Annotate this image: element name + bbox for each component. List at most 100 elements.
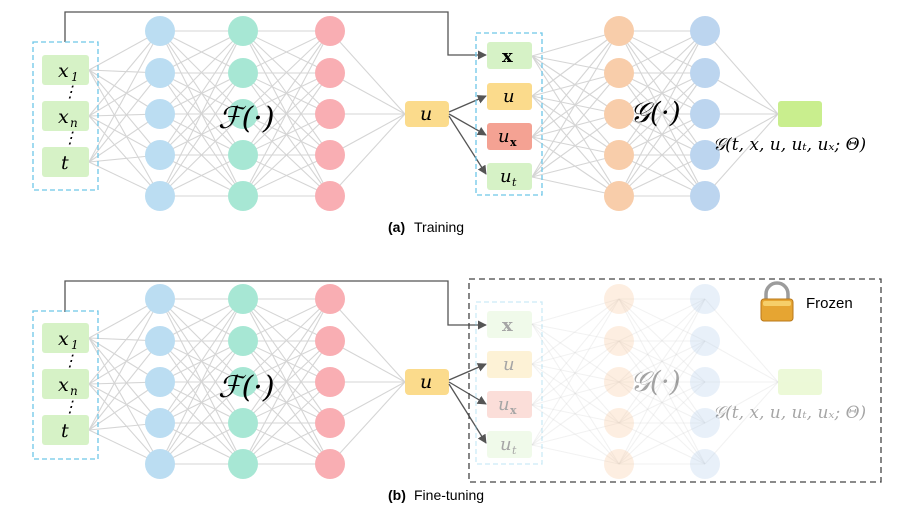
network-edge: [618, 381, 706, 465]
input-x1-box: [42, 323, 89, 353]
deriv-ux-box: [487, 391, 532, 418]
network-edge: [159, 298, 244, 342]
G-layer-2-node: [690, 284, 720, 314]
network-edge: [88, 30, 161, 163]
network-edge: [531, 323, 620, 383]
network-nodes: [145, 16, 720, 211]
F-layer-3-node: [315, 284, 345, 314]
input-xn-box: [42, 369, 89, 399]
network-edge: [242, 30, 331, 156]
network-edge: [618, 340, 706, 383]
skip-connection-arrow: [64, 11, 487, 60]
network-edge: [329, 113, 406, 197]
vdots-2: ⋮: [62, 397, 78, 416]
deriv-ux-label: u: [498, 126, 510, 147]
network-edge: [618, 298, 706, 424]
network-edge: [242, 298, 331, 342]
F-layer-3-node: [315, 367, 345, 397]
G-layer-1-node: [604, 16, 634, 46]
input-t-label: t: [61, 152, 69, 174]
network-edge: [618, 340, 706, 465]
F-layer-2-node: [228, 449, 258, 479]
network-edge: [618, 298, 706, 342]
network-edge: [618, 30, 706, 115]
network-edge: [531, 113, 620, 178]
vdots-2: ⋮: [62, 128, 78, 147]
network-edge: [531, 298, 620, 325]
F-layer-2-node: [228, 140, 258, 170]
network-edge: [531, 30, 620, 138]
caption-text-b: Fine-tuning: [414, 487, 484, 503]
network-edge: [88, 72, 161, 163]
lock-icon: [760, 281, 794, 322]
network-edge: [618, 298, 706, 465]
G-layer-1-node: [604, 181, 634, 211]
network-edge: [242, 340, 331, 465]
F-layer-2-node: [228, 326, 258, 356]
network-edge: [618, 340, 706, 383]
input-x1-label: x: [58, 328, 69, 350]
F-layer-2-node: [228, 58, 258, 88]
deriv-ux-label: u: [498, 394, 510, 415]
network-edge: [618, 381, 706, 465]
F-layer-1-node: [145, 58, 175, 88]
deriv-ut-label: u: [500, 434, 512, 455]
deriv-x-box: [487, 42, 532, 69]
arrow-u-to-u: [448, 95, 487, 113]
F-layer-1-node: [145, 367, 175, 397]
deriv-u-label: u: [503, 86, 515, 107]
G-layer-1-node: [604, 408, 634, 438]
network-edge: [618, 113, 706, 197]
G-layer-2-node: [690, 449, 720, 479]
F-layer-1-node: [145, 326, 175, 356]
deriv-ut-box: [487, 431, 532, 458]
network-edge: [618, 30, 706, 156]
F-layer-1-node: [145, 408, 175, 438]
input-xn-sub: n: [70, 384, 78, 398]
deriv-x-label: x: [502, 46, 513, 67]
deriv-ut-sub: t: [512, 444, 517, 457]
input-t-box: [42, 147, 89, 177]
network-edge: [704, 381, 779, 465]
vdots-1: ⋮: [62, 351, 78, 370]
frozen-label: Frozen: [806, 295, 853, 312]
network-edge: [329, 30, 406, 115]
F-layer-2-node: [228, 367, 258, 397]
G-layer-2-node: [690, 367, 720, 397]
u-label: u: [420, 371, 432, 393]
network-edge: [159, 298, 244, 424]
deriv-u-box: [487, 83, 532, 110]
network-edge: [242, 298, 331, 424]
network-edge: [242, 30, 331, 197]
network-edge: [242, 298, 331, 465]
G-layer-1-node: [604, 140, 634, 170]
F-network-label: ℱ(·): [218, 370, 275, 405]
arrow-u-to-u: [448, 363, 487, 381]
network-edge: [329, 381, 406, 465]
output-expression: 𝒢(t, x, u, uₜ, uₓ; Θ): [713, 135, 866, 155]
caption-letter-b: (b): [388, 487, 406, 503]
input-xn-box: [42, 101, 89, 131]
frozen-region-box: [468, 278, 882, 483]
network-edge: [531, 340, 620, 406]
G-layer-1-node: [604, 367, 634, 397]
network-edge: [531, 298, 620, 446]
network-edge: [531, 30, 620, 97]
deriv-u-label: u: [503, 354, 515, 375]
F-layer-3-node: [315, 16, 345, 46]
network-edge: [159, 154, 244, 197]
network-edge: [704, 340, 779, 383]
network-edge: [88, 69, 161, 197]
G-layer-1-node: [604, 58, 634, 88]
network-edge: [531, 30, 620, 57]
network-edge: [531, 363, 620, 465]
input-x1-label: x: [58, 60, 69, 82]
derivative-group-box: [475, 301, 543, 465]
network-edge: [618, 381, 706, 424]
G-layer-2-node: [690, 58, 720, 88]
network-edge: [704, 298, 779, 383]
network-edge: [159, 30, 244, 197]
deriv-x-label: x: [502, 315, 513, 336]
network-edge: [88, 298, 161, 431]
